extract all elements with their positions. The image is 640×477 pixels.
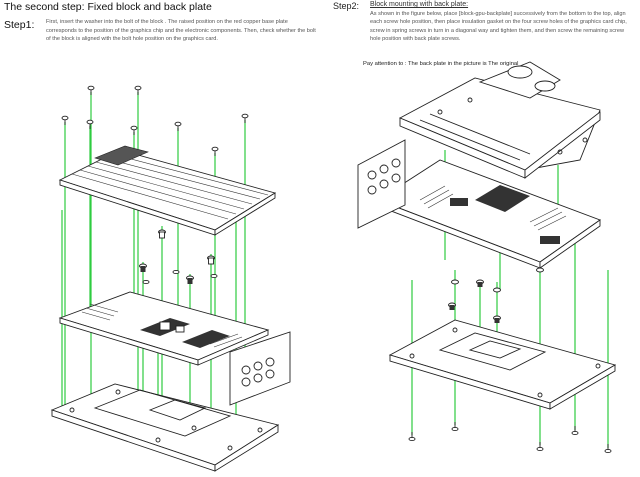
right-back-plate [388,319,617,410]
right-exploded-diagram [357,61,617,454]
right-water-block [398,61,601,179]
left-top-screws [61,85,249,156]
left-exploded-diagram [50,85,291,472]
left-back-plate [58,145,277,236]
left-water-block [50,383,280,472]
step2-heading: Block mounting with back plate: [370,1,469,8]
left-graphics-card [58,291,291,406]
right-bottom-screws [408,422,612,454]
page-title: The second step: Fixed block and back pl… [4,1,212,13]
attention-note: Pay attention to : The back plate in the… [363,61,519,67]
step2-instructions: As shown in the figure below, place [blo… [370,11,627,42]
step2-label: Step2: [333,1,360,11]
step1-label: Step1: [4,19,35,31]
left-guide-lines [61,92,246,440]
right-gaskets [448,267,544,323]
left-standoffs [139,229,218,285]
step1-instructions: First, insert the washer into the bolt o… [46,19,316,43]
